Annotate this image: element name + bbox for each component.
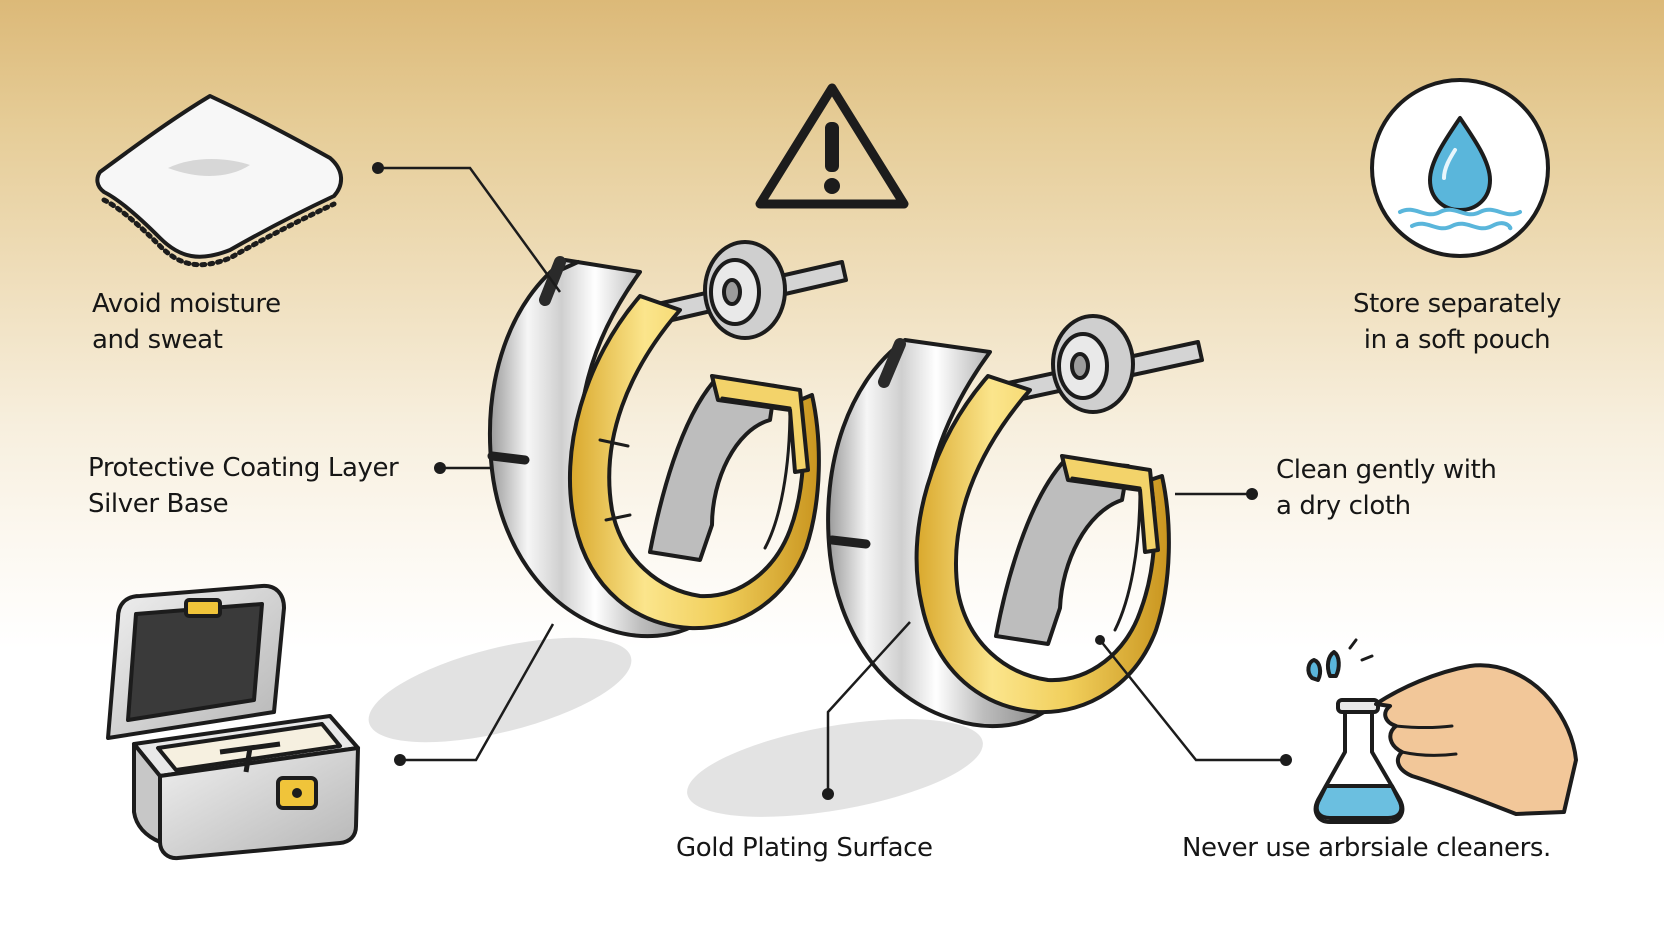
- label-clean-gently: Clean gently with a dry cloth: [1276, 452, 1497, 524]
- label-clean-gently-line2: a dry cloth: [1276, 491, 1411, 521]
- jewelry-box-icon: [106, 583, 360, 861]
- left-earring-shadow: [368, 637, 632, 743]
- label-coating-layer: Protective Coating Layer Silver Base: [88, 450, 399, 522]
- callout-line-gold: [826, 621, 911, 794]
- callout-line-box: [400, 623, 555, 762]
- label-coating-layer-line1: Protective Coating Layer: [88, 453, 399, 483]
- right-earring: [826, 314, 1204, 729]
- label-gold-plating-text: Gold Plating Surface: [676, 833, 933, 863]
- label-store-separately-line2: in a soft pouch: [1363, 325, 1551, 355]
- label-never-use-text: Never use arbrsiale cleaners.: [1182, 833, 1551, 863]
- right-earring-shadow: [687, 719, 983, 817]
- label-avoid-moisture-line1: Avoid moisture: [92, 289, 281, 319]
- label-clean-gently-line1: Clean gently with: [1276, 455, 1497, 485]
- label-coating-layer-line2: Silver Base: [88, 489, 229, 519]
- callout-lines: [378, 166, 1286, 794]
- label-never-use: Never use arbrsiale cleaners.: [1182, 830, 1551, 866]
- label-avoid-moisture-line2: and sweat: [92, 325, 223, 355]
- hand-icon: [1374, 663, 1578, 816]
- cloth-icon: [95, 94, 343, 268]
- callout-line-moisture: [378, 166, 562, 293]
- cleaner-flask-icon: [1306, 638, 1405, 824]
- callout-line-cleaner: [1099, 639, 1286, 762]
- label-store-separately-line1: Store separately: [1353, 289, 1561, 319]
- warning-icon: [755, 83, 909, 209]
- left-earring: [487, 240, 848, 639]
- label-avoid-moisture: Avoid moisture and sweat: [92, 286, 281, 358]
- label-store-separately: Store separately in a soft pouch: [1326, 286, 1588, 358]
- callout-dots: [372, 162, 1292, 800]
- water-drop-icon: [1370, 78, 1550, 258]
- label-gold-plating: Gold Plating Surface: [676, 830, 933, 866]
